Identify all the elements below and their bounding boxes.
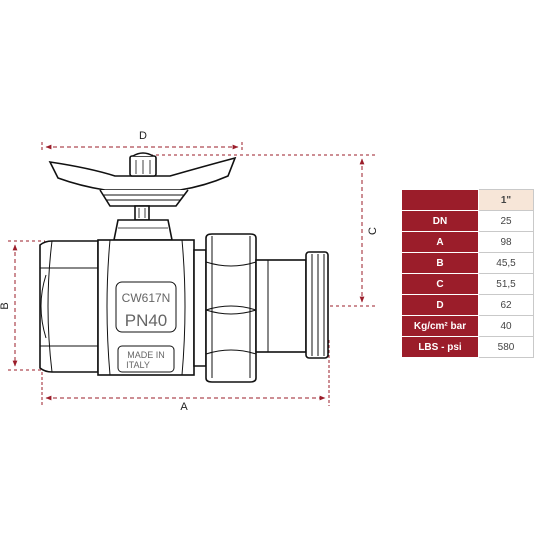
spec-value: 51,5 [478,273,534,295]
table-row: Kg/cm² bar 40 [401,315,534,337]
spec-header-row: 1" [401,189,534,211]
spec-value: 40 [478,315,534,337]
spec-key: Kg/cm² bar [401,315,479,337]
table-row: B 45,5 [401,252,534,274]
material-stamp: CW617N [122,291,171,305]
spec-value: 580 [478,336,534,358]
dimension-b: B [0,240,45,371]
dimension-b-label: B [0,302,11,309]
spec-size-header: 1" [478,189,534,211]
dimension-c-label: C [367,227,379,235]
spec-key: C [401,273,479,295]
made-in-stamp: MADE IN [127,350,165,360]
dimension-a-label: A [180,401,188,413]
spec-header-blank [401,189,479,211]
spec-value: 45,5 [478,252,534,274]
italy-stamp: ITALY [126,360,150,370]
male-tail-piece [255,251,329,359]
table-row: A 98 [401,231,534,253]
spec-key: D [401,294,479,316]
dimension-d-label: D [139,130,147,142]
spec-table: 1" DN 25 A 98 B 45,5 C 51,5 D 62 Kg/cm² … [401,189,534,358]
union-nut [205,233,257,383]
pressure-stamp: PN40 [125,311,168,330]
table-row: LBS - psi 580 [401,336,534,358]
valve-body [39,152,329,383]
spec-key: DN [401,210,479,232]
table-row: C 51,5 [401,273,534,295]
table-row: D 62 [401,294,534,316]
butterfly-handle [48,152,237,207]
dimension-a: A [41,340,330,413]
left-hex-end [39,240,99,373]
spec-value: 62 [478,294,534,316]
spec-value: 98 [478,231,534,253]
spec-value: 25 [478,210,534,232]
spec-key: B [401,252,479,274]
table-row: DN 25 [401,210,534,232]
valve-stem [134,205,150,221]
spec-key: LBS - psi [401,336,479,358]
center-body [97,239,195,376]
dimension-d: D [41,130,243,152]
spec-key: A [401,231,479,253]
